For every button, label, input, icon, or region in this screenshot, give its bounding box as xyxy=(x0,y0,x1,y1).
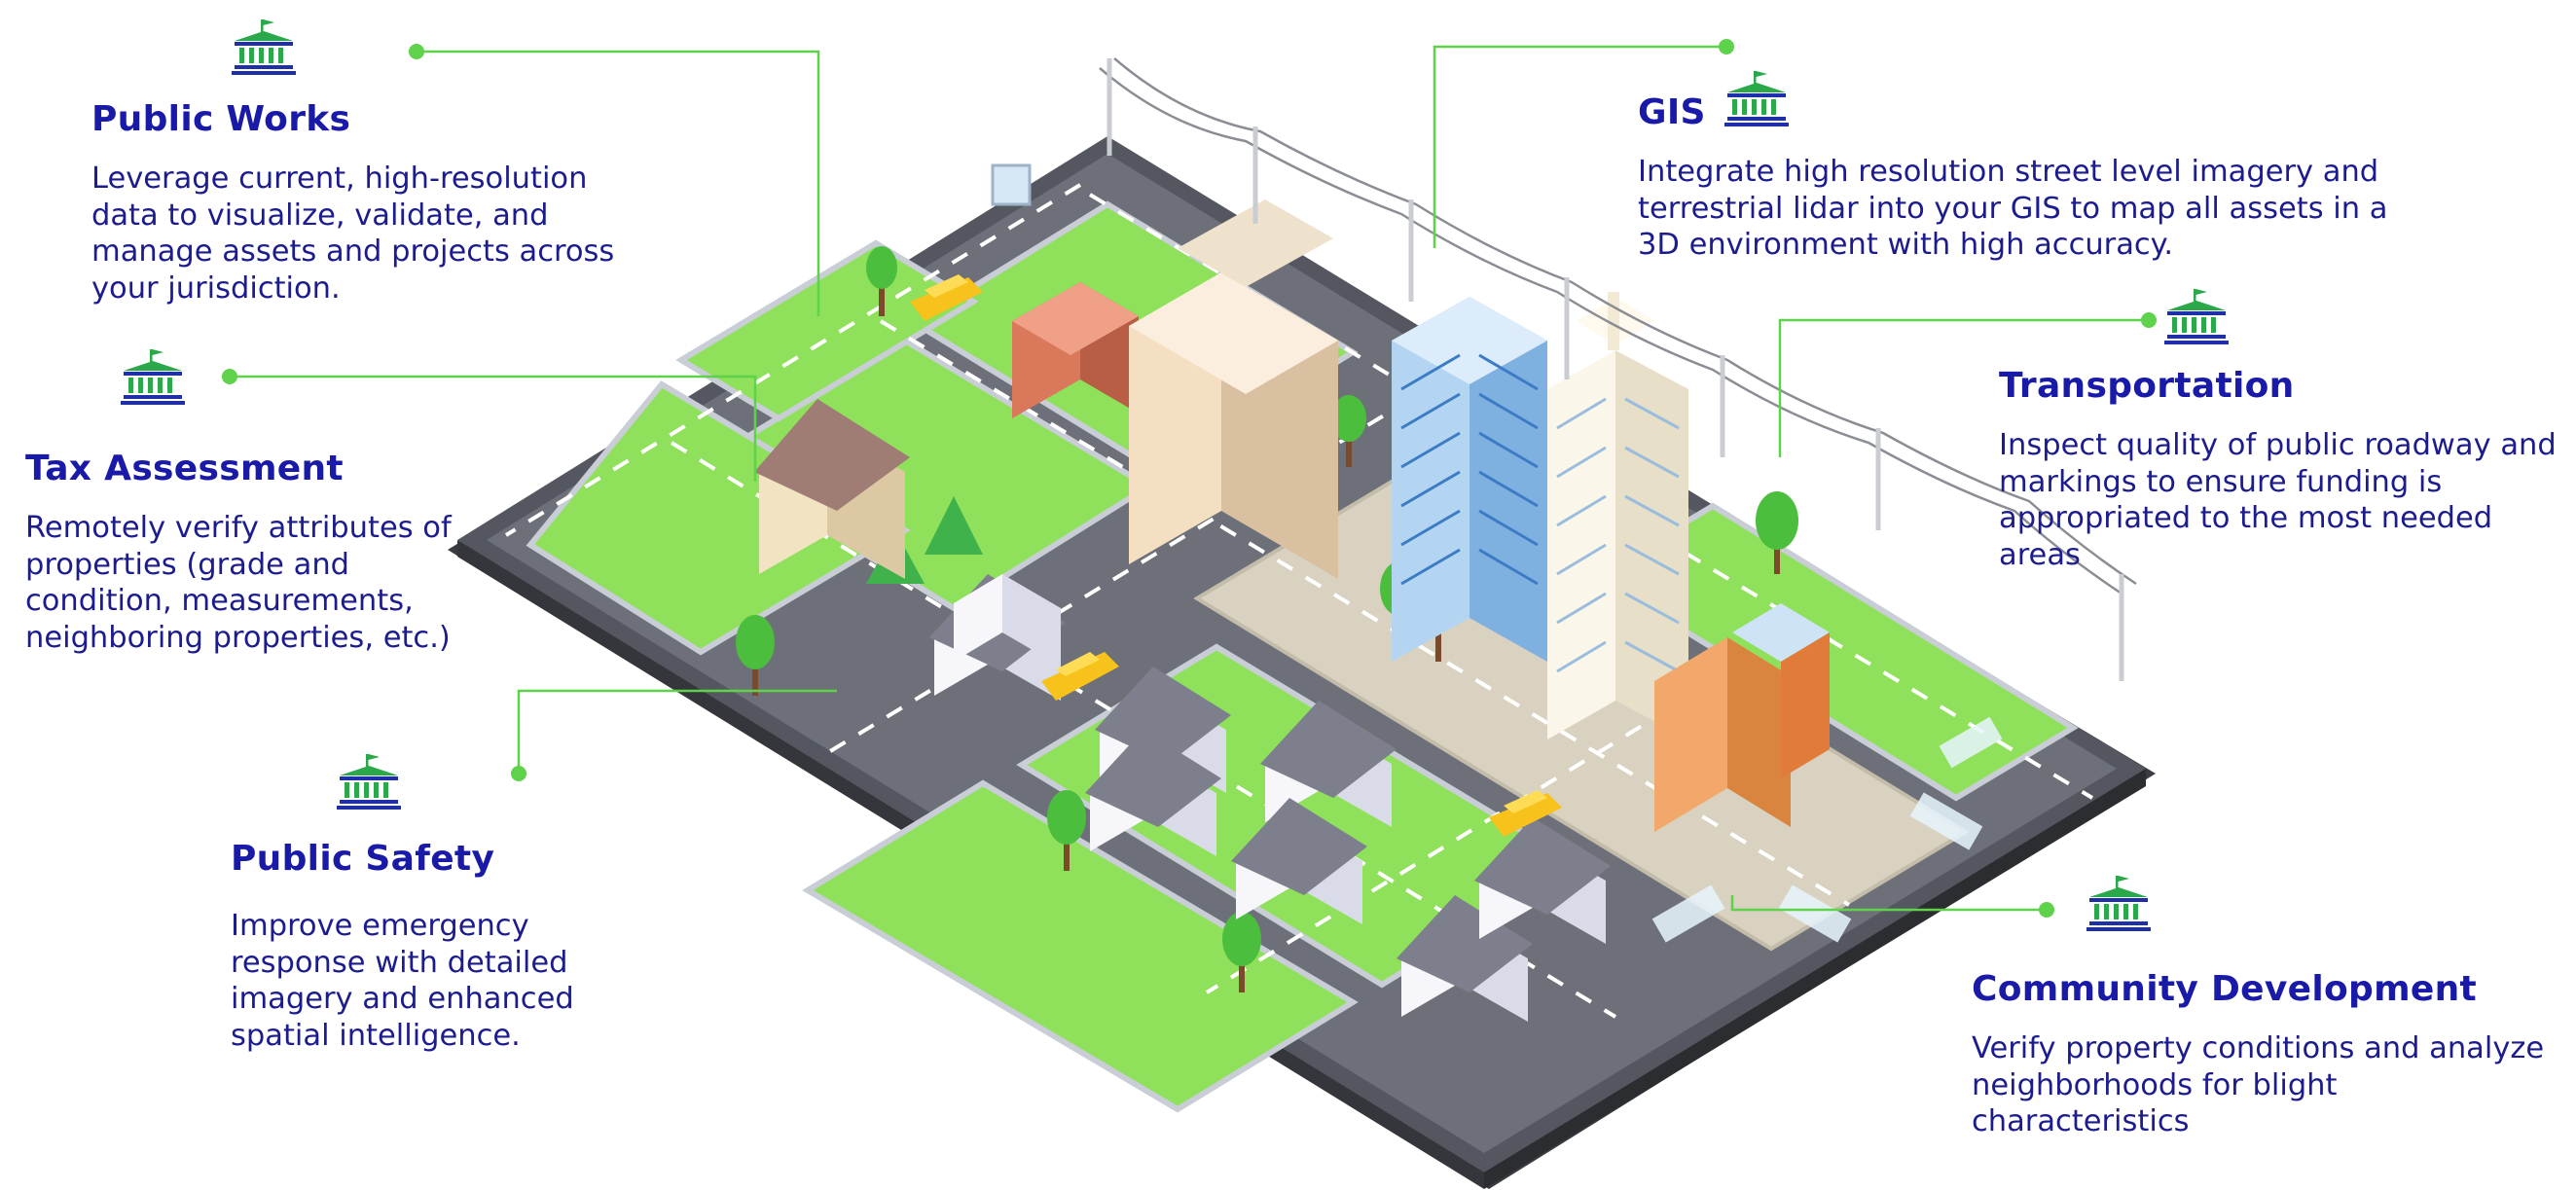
white-skyscraper xyxy=(1547,292,1688,739)
callout-transportation: Transportation Inspect quality of public… xyxy=(1999,366,2573,573)
tree-2 xyxy=(736,615,775,696)
callout-body: Inspect quality of public roadway and ma… xyxy=(1999,428,2557,572)
road-line-4 xyxy=(504,183,1082,537)
apartment-tower xyxy=(1129,199,1338,579)
blue-glass-tower xyxy=(1392,297,1547,662)
taxi-2 xyxy=(1041,652,1119,701)
connector-gis xyxy=(1433,45,1726,248)
callout-gis: GIS Integrate high resolution street lev… xyxy=(1638,92,2416,264)
brick-building xyxy=(1012,282,1139,418)
house-8 xyxy=(954,574,1061,667)
tree-8 xyxy=(1331,395,1366,467)
callout-body: Remotely verify attributes of properties… xyxy=(25,511,452,655)
pine-2 xyxy=(925,496,983,555)
crosswalk-4 xyxy=(1939,716,2003,769)
suburban-houses xyxy=(929,574,1611,1022)
connector-dot-gis xyxy=(1719,39,1734,54)
power-lines xyxy=(1099,57,2137,595)
connector-dot-public-works xyxy=(409,44,424,59)
callout-title: Transportation xyxy=(1999,366,2295,406)
house-4 xyxy=(1085,730,1221,856)
connector-dot-community-development xyxy=(2039,902,2054,918)
callout-tax-assessment: Tax Assessment Remotely verify attribute… xyxy=(25,449,458,656)
victorian-house xyxy=(754,399,910,579)
callout-title: Tax Assessment xyxy=(25,449,344,488)
callout-body: Verify property conditions and analyze n… xyxy=(1972,1031,2545,1138)
connector-tax-assessment xyxy=(230,375,757,482)
connector-public-safety xyxy=(517,689,837,774)
government-building-icon xyxy=(121,349,185,405)
callout-public-works: Public Works Leverage current, high-reso… xyxy=(91,99,656,307)
house-5 xyxy=(1231,798,1367,924)
callout-body: Improve emergency response with detailed… xyxy=(231,909,574,1053)
government-building-icon xyxy=(2164,289,2229,344)
taxis xyxy=(910,274,1562,837)
billboard xyxy=(991,163,1032,206)
crosswalks xyxy=(1651,716,2003,943)
road-line-1 xyxy=(1088,193,2094,800)
connector-transportation xyxy=(1778,318,2149,457)
callout-body: Leverage current, high-resolution data t… xyxy=(91,162,615,306)
grass-block-northwest xyxy=(675,239,979,422)
house-6 xyxy=(1397,895,1533,1022)
crosswalk-3 xyxy=(1909,792,1983,850)
taxi-3 xyxy=(1489,790,1562,837)
crosswalk-2 xyxy=(1778,884,1852,943)
government-building-icon xyxy=(1724,71,1789,126)
callout-community-development: Community Development Verify property co… xyxy=(1972,969,2556,1140)
connector-dot-tax-assessment xyxy=(222,369,237,384)
tree-4 xyxy=(1222,912,1261,992)
government-building-icon xyxy=(337,754,401,810)
callout-title: Community Development xyxy=(1972,969,2478,1009)
callout-title: GIS xyxy=(1638,92,1706,132)
government-building-icon xyxy=(232,19,296,75)
house-7 xyxy=(1474,817,1611,944)
connector-community-development xyxy=(1730,895,2047,912)
tree-1 xyxy=(866,246,897,316)
tree-3 xyxy=(1047,790,1086,871)
crosswalk-1 xyxy=(1651,884,1725,943)
government-building-icon xyxy=(2086,876,2151,931)
taxi-1 xyxy=(910,274,983,321)
connector-dot-transportation xyxy=(2141,312,2157,328)
office-midrise xyxy=(1654,603,1830,832)
tree-7 xyxy=(1756,491,1798,574)
house-3 xyxy=(1260,701,1397,827)
callout-title: Public Works xyxy=(91,99,351,139)
callout-public-safety: Public Safety Improve emergency response… xyxy=(231,839,639,1054)
power-poles xyxy=(1107,58,2124,681)
connector-dot-public-safety xyxy=(511,766,526,781)
connector-public-works xyxy=(417,50,820,316)
city-base-edge-right xyxy=(1484,769,2146,1189)
callout-title: Public Safety xyxy=(231,839,495,879)
callout-body: Integrate high resolution street level i… xyxy=(1638,155,2388,262)
